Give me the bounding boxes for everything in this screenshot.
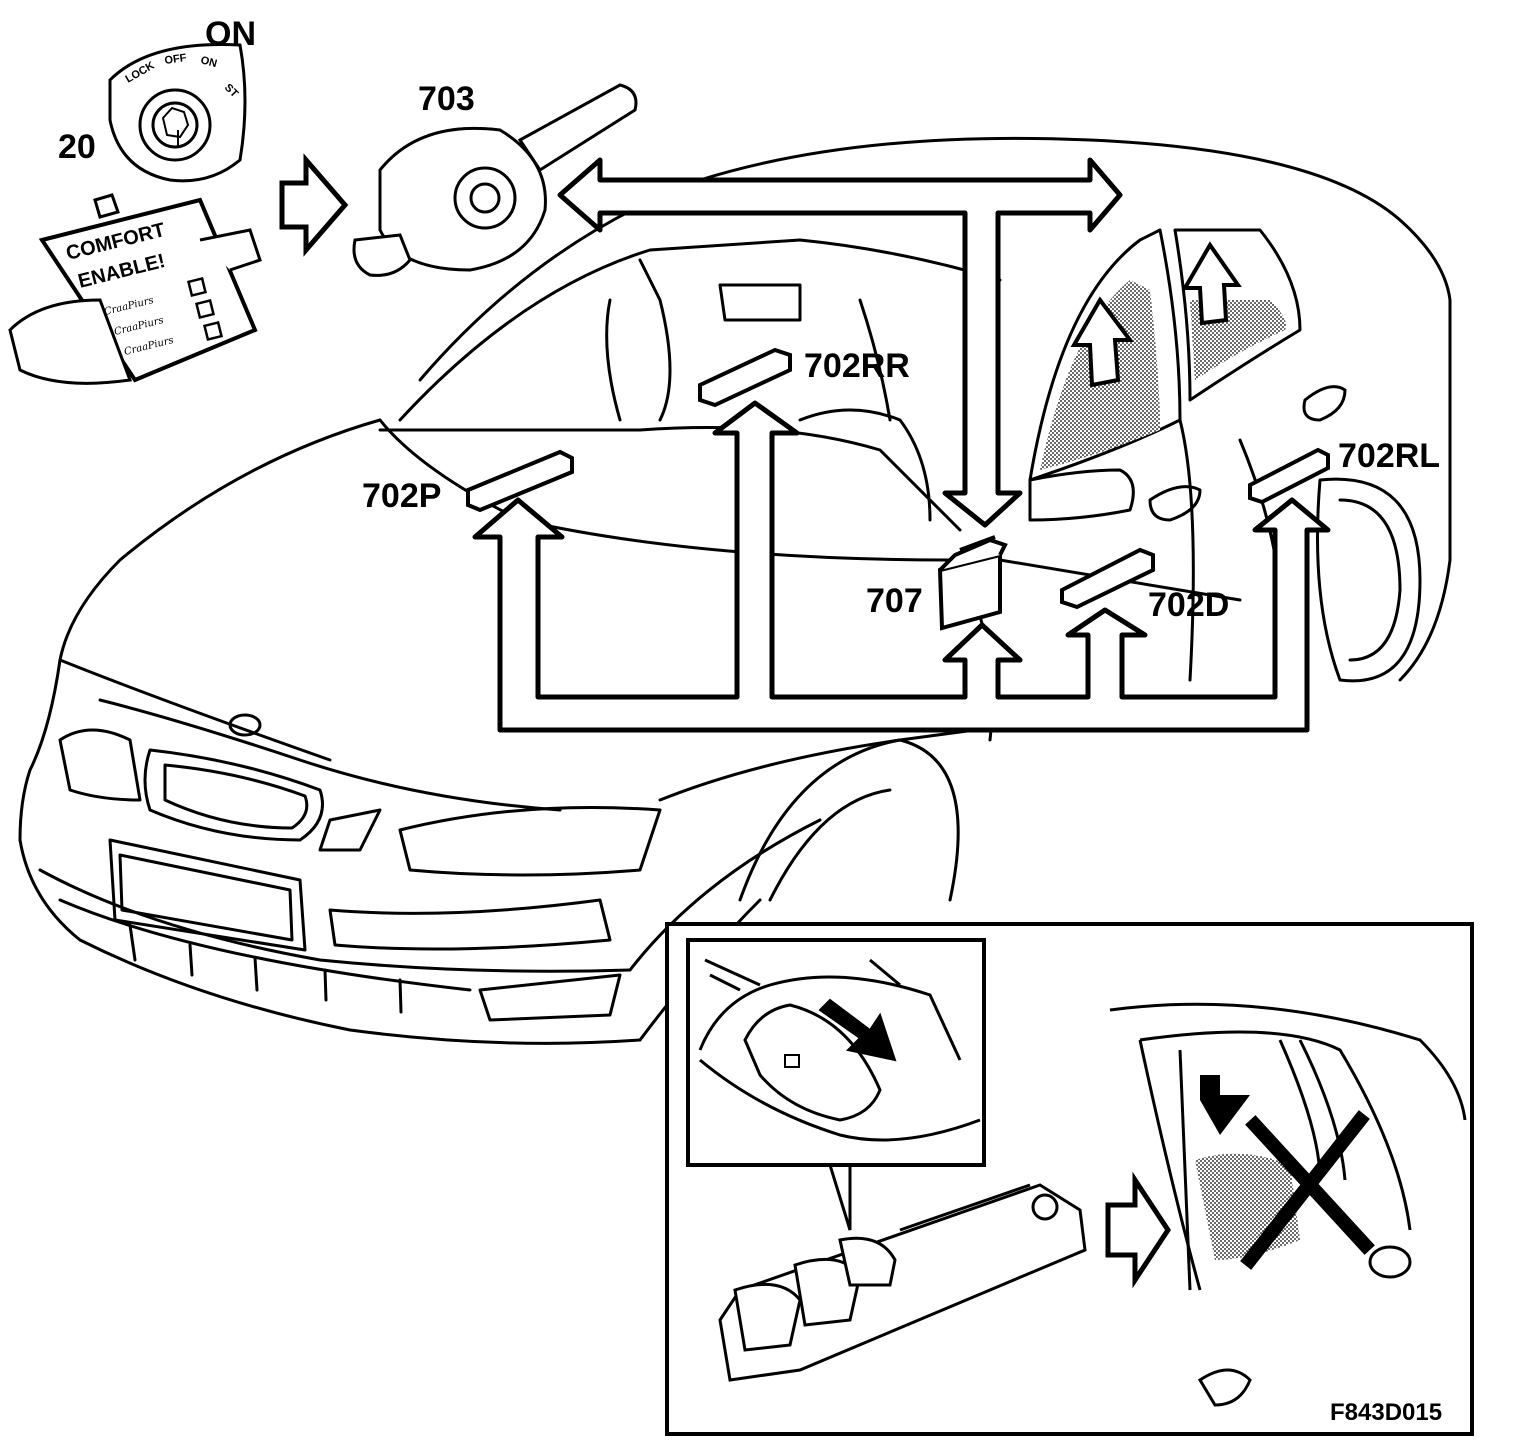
ignition-number-label: 20 [58,128,96,166]
label-702rl: 702RL [1338,437,1440,475]
checkbox-icons [186,276,224,342]
zoom-detail [686,938,986,1167]
ignition-pos-st: ST [222,82,241,101]
cross-icon [1240,1110,1375,1270]
label-702rr: 702RR [804,347,910,385]
module-702rl [1248,447,1330,505]
window-down-arrow-icon [1200,1075,1250,1135]
stalk-number-label: 703 [418,80,475,118]
label-702d: 702D [1148,586,1229,624]
ignition-pos-on: ON [199,54,218,70]
comfort-enable-card [8,193,262,385]
module-702p [466,449,574,513]
window-detail [1109,1002,1467,1407]
window-up-arrow-rear [1181,241,1242,326]
ignition-pos-off: OFF [164,52,188,67]
press-arrow-icon [818,998,897,1062]
ignition-pos-lock: LOCK [124,60,157,86]
window-switch-panel [718,1183,1087,1382]
window-up-arrow-front [1070,296,1134,388]
module-707 [937,535,1008,631]
flow-arrow-to-stalk [279,153,349,257]
module-702d [1060,547,1155,610]
zoom-pointer [828,1164,852,1231]
bus-arrow-top [557,157,1123,528]
turn-signal-stalk [352,83,638,277]
ignition-switch [108,42,247,183]
flow-arrow-to-window [1105,1171,1171,1289]
figure-id-label: F843D015 [1330,1399,1442,1426]
label-702p: 702P [362,477,441,515]
ignition-on-label: ON [205,15,256,53]
bus-arrow-bottom [472,400,1331,733]
module-702rr [698,347,792,408]
label-707: 707 [866,582,923,620]
